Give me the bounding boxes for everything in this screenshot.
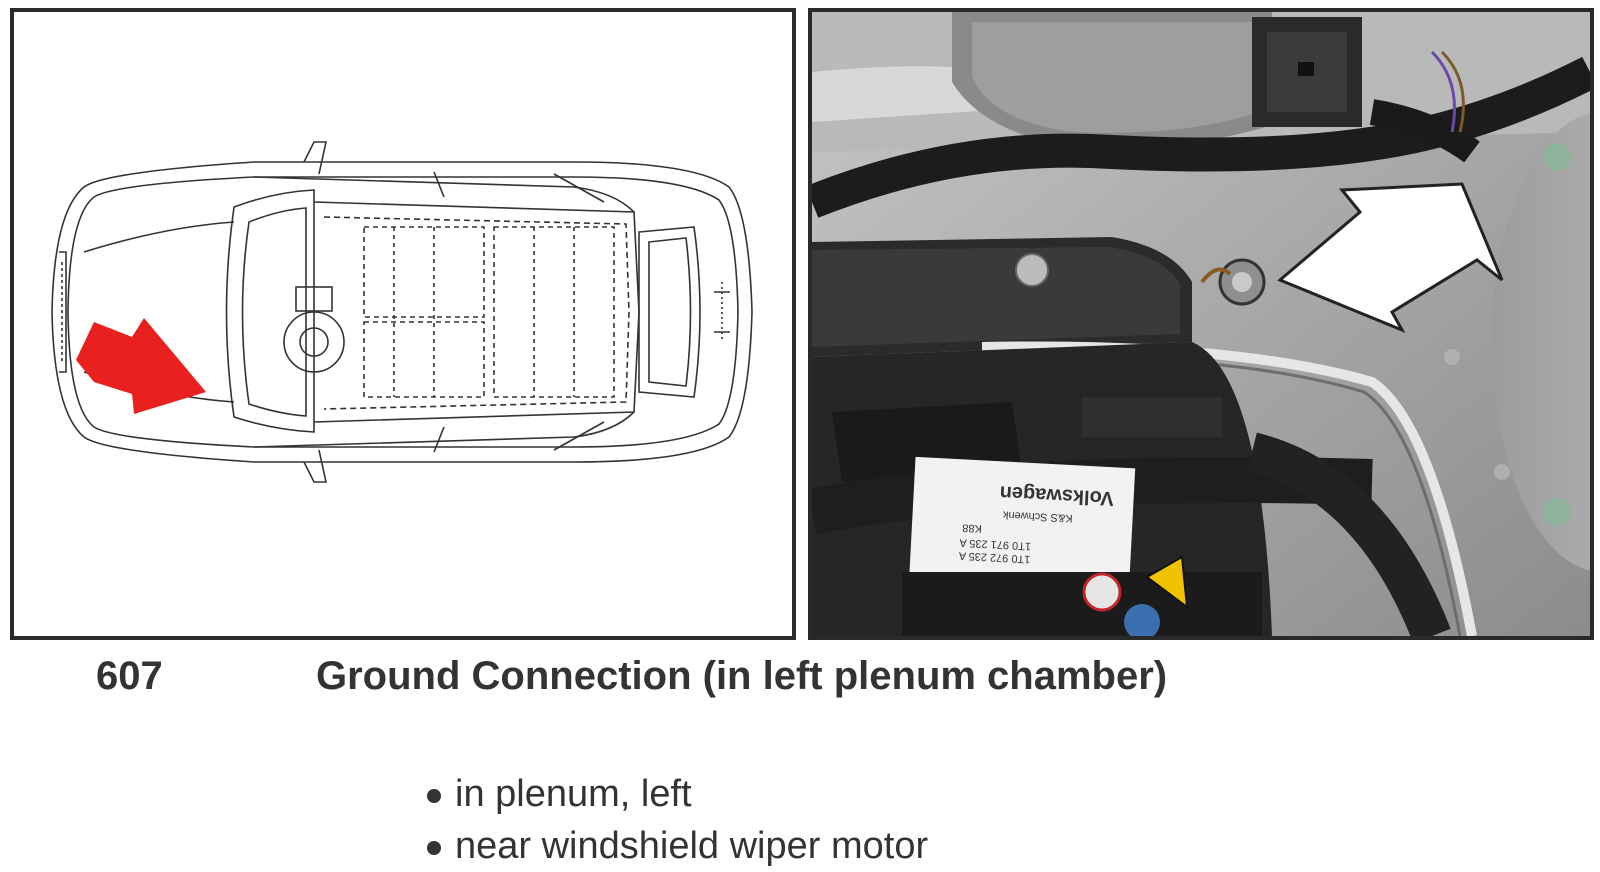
figure-number: 607 xyxy=(96,654,163,698)
list-item: near windshield wiper motor xyxy=(425,820,928,872)
figure-title: Ground Connection (in left plenum chambe… xyxy=(316,654,1168,698)
warning-triangle-icon xyxy=(1145,555,1189,610)
list-item-text: near windshield wiper motor xyxy=(455,825,929,867)
label-part-number-1: 1T0 971 235 A xyxy=(959,536,1032,552)
bullet-icon xyxy=(427,841,441,855)
engine-bay-photo: Volkswagen K&S Schwenk K88 1T0 971 235 A… xyxy=(812,12,1590,636)
label-code: K88 xyxy=(962,521,982,534)
label-part-number-2: 1T0 972 235 A xyxy=(958,549,1031,565)
location-notes: in plenum, left near windshield wiper mo… xyxy=(425,768,928,872)
engine-bay-photo-panel: Volkswagen K&S Schwenk K88 1T0 971 235 A… xyxy=(808,8,1594,640)
list-item-text: in plenum, left xyxy=(455,773,692,815)
bullet-icon xyxy=(427,789,441,803)
vehicle-diagram-panel xyxy=(10,8,796,640)
label-maker: K&S Schwenk xyxy=(1002,508,1073,524)
vehicle-top-view-diagram xyxy=(51,141,753,483)
white-arrow-icon xyxy=(1277,182,1504,334)
red-arrow-icon xyxy=(76,318,206,414)
list-item: in plenum, left xyxy=(425,768,928,820)
